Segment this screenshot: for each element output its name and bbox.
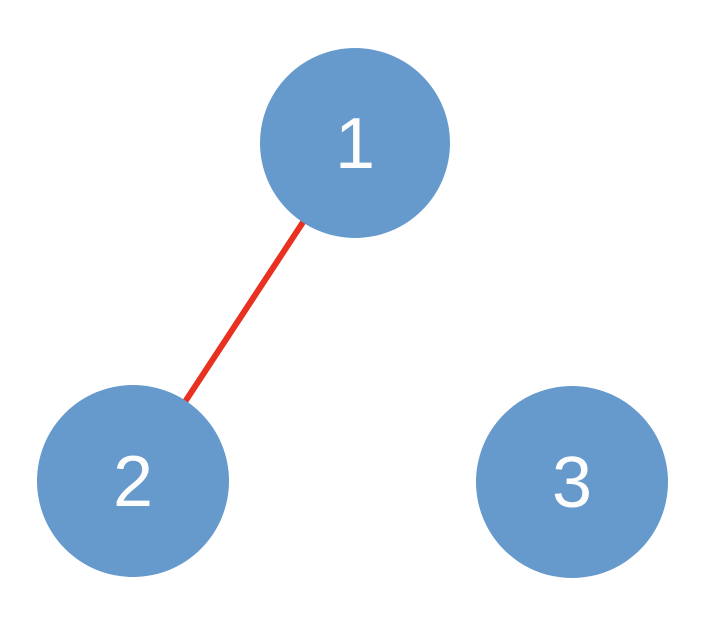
- node-2[interactable]: [37, 385, 229, 577]
- node-1[interactable]: [260, 48, 450, 238]
- node-3[interactable]: [476, 386, 668, 578]
